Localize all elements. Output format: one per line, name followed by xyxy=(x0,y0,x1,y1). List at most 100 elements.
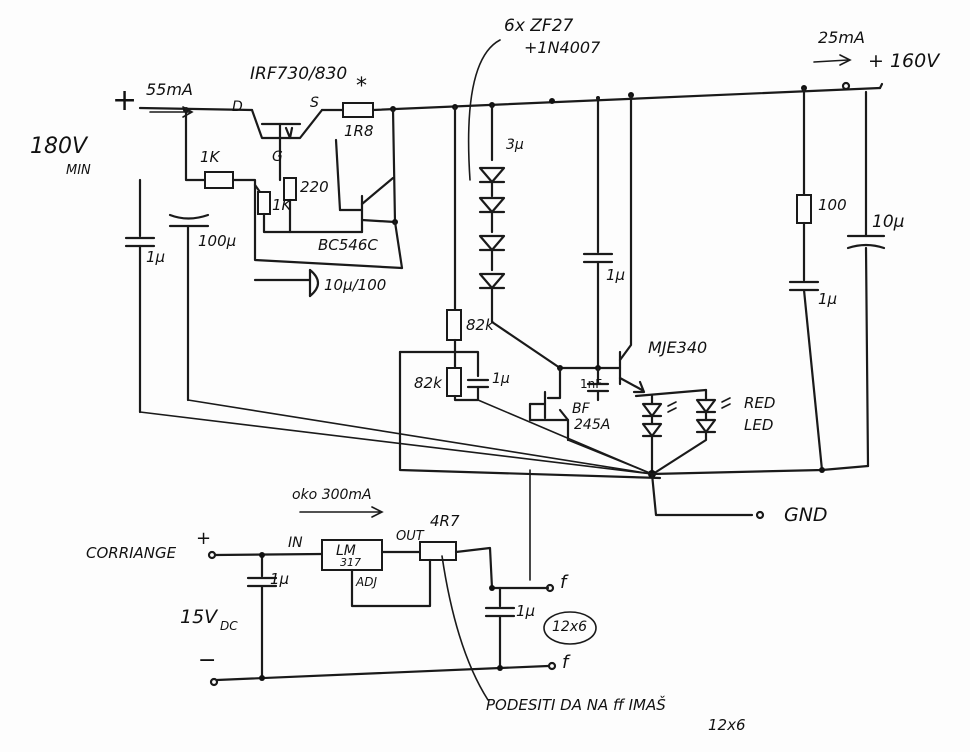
junction-dot xyxy=(819,467,825,473)
supply-minus-terminal xyxy=(209,677,219,687)
label-f-bot: f xyxy=(562,652,569,673)
cap-1u-left xyxy=(124,178,156,414)
ground-wire xyxy=(650,472,754,517)
label-reg-name: LM xyxy=(336,543,356,559)
label-cap-10u: 10μ xyxy=(872,212,905,232)
cap-1u-up xyxy=(582,252,614,264)
resistor-1k-gate xyxy=(257,191,271,215)
ground-return xyxy=(567,439,653,475)
label-s-pin: S xyxy=(310,95,319,111)
label-cap-1u-reg-in: 1μ xyxy=(270,570,290,588)
cap-1nf xyxy=(586,366,610,402)
label-reg-in: IN xyxy=(288,535,303,551)
ground-return xyxy=(139,411,653,475)
label-i-in: 55mA xyxy=(146,80,193,99)
label-r-220: 220 xyxy=(300,178,329,196)
output-terminal xyxy=(841,81,851,91)
wire xyxy=(453,350,480,378)
label-cap-1u-reg-out: 1μ xyxy=(516,602,536,620)
wire xyxy=(453,385,480,402)
label-note2: 12x6 xyxy=(708,716,746,734)
junction-dot xyxy=(259,552,265,558)
label-r-82k-a: 82k xyxy=(466,316,494,334)
ground-return xyxy=(187,399,653,475)
label-bc546: BC546C xyxy=(318,236,378,254)
diode-10u-100 xyxy=(253,268,320,298)
label-v-out: + 160V xyxy=(868,50,940,72)
wire xyxy=(213,552,324,557)
leader-line xyxy=(441,555,489,701)
label-supply: CORRIANGE xyxy=(86,544,177,562)
label-r-1k-top: 1K xyxy=(200,148,220,166)
label-vin: 180V xyxy=(30,134,88,159)
adj-wire xyxy=(350,558,432,608)
leader-line xyxy=(467,39,501,181)
label-i-out: 25mA xyxy=(818,28,865,47)
label-mosfet: IRF730/830 xyxy=(250,64,348,84)
wire xyxy=(262,212,292,234)
resistor-100 xyxy=(796,194,812,224)
label-r-100: 100 xyxy=(818,196,847,214)
mosfet-symbol xyxy=(250,108,324,152)
label-led: LED xyxy=(744,416,774,434)
electrolytic-10u xyxy=(846,234,886,250)
circle-12x6 xyxy=(543,611,597,645)
label-r-sense: 1R8 xyxy=(344,122,374,140)
wire xyxy=(398,350,662,480)
output-current-arrow xyxy=(813,54,852,66)
label-cap-1u-up: 1μ xyxy=(606,266,626,284)
label-plus-in: + xyxy=(112,83,138,118)
wire xyxy=(184,108,207,182)
label-i-300: oko 300mA xyxy=(292,487,372,503)
label-zener-top2: +1N4007 xyxy=(524,38,601,57)
label-cap-1u-left: 1μ xyxy=(146,248,166,266)
label-reg-adj: ADJ xyxy=(356,575,377,589)
zener-string xyxy=(478,103,562,370)
resistor-1k-top xyxy=(204,171,234,189)
junction-dot xyxy=(259,675,265,681)
label-bf245: BF xyxy=(572,401,590,417)
label-cap-100u: 100μ xyxy=(198,232,237,250)
label-v-supply-dc: DC xyxy=(220,619,238,633)
label-reg-out: OUT xyxy=(396,529,424,544)
label-vin-min: MIN xyxy=(66,163,91,178)
label-zener-top: 6x ZF27 xyxy=(504,16,574,36)
label-r-82k-b: 82k xyxy=(414,374,442,392)
junction-dot xyxy=(489,585,495,591)
label-g-pin: G xyxy=(272,149,283,165)
label-asterisk: * xyxy=(356,74,367,99)
label-mje340: MJE340 xyxy=(648,338,708,357)
heater-terminal-top xyxy=(545,583,555,593)
wire xyxy=(393,220,404,270)
label-diode-note: 10μ/100 xyxy=(324,276,387,294)
label-1nf: 1nF xyxy=(580,377,603,391)
bf245-fet xyxy=(528,366,570,442)
label-reg-name2: 317 xyxy=(340,556,361,569)
cap-1u-reg-in xyxy=(246,553,278,678)
arrow-300ma xyxy=(299,506,384,518)
electrolytic-100u xyxy=(168,213,210,402)
ground-wire xyxy=(215,664,550,682)
cap-1u-reg-out xyxy=(484,586,516,670)
label-three-u: 3μ xyxy=(506,137,524,153)
led-strings xyxy=(634,388,731,474)
wire xyxy=(231,178,404,270)
resistor-1r8 xyxy=(342,102,374,118)
wire xyxy=(398,350,457,370)
label-r-1k-gate: 1K xyxy=(272,196,292,214)
resistor-82k-a xyxy=(446,309,462,341)
cap-1u-right xyxy=(788,221,824,472)
label-minus-supply: − xyxy=(198,648,217,673)
gnd-terminal xyxy=(755,510,765,520)
heater-terminal-bottom xyxy=(547,661,557,671)
label-d-pin: D xyxy=(232,99,243,115)
label-cap-1u-right: 1μ xyxy=(818,290,838,308)
resistor-82k-b xyxy=(446,367,462,397)
label-cap-1u-mid: 1μ xyxy=(492,371,510,387)
label-gnd: GND xyxy=(784,504,828,526)
label-bf245b: 245A xyxy=(574,417,611,433)
resistor-4r7 xyxy=(419,541,457,561)
junction-dot xyxy=(497,665,503,671)
